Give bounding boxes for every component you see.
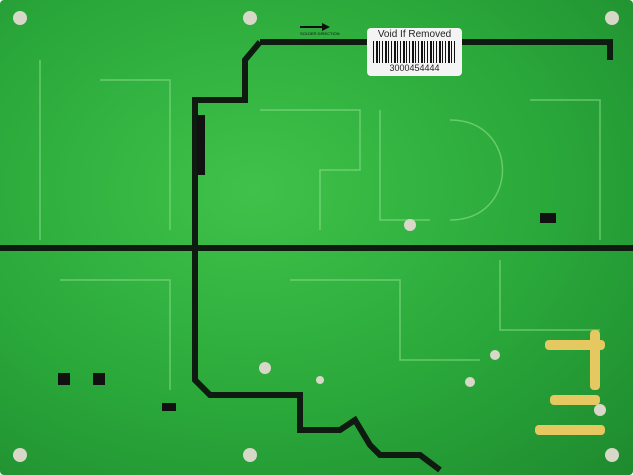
- void-sticker: Void If Removed 3000454444: [367, 28, 462, 76]
- solder-direction-label: SOLDER DIRECTION: [300, 31, 340, 36]
- sticker-title: Void If Removed: [377, 29, 452, 40]
- isolation-slot: [0, 39, 633, 473]
- solder-pads: [13, 11, 619, 462]
- serial-number: 3000454444: [389, 63, 440, 73]
- copper-traces: [39, 60, 601, 390]
- barcode: [373, 41, 456, 63]
- ic-chips: [58, 115, 556, 411]
- arrow-head-icon: [322, 23, 330, 31]
- yellow-pads: [535, 330, 605, 435]
